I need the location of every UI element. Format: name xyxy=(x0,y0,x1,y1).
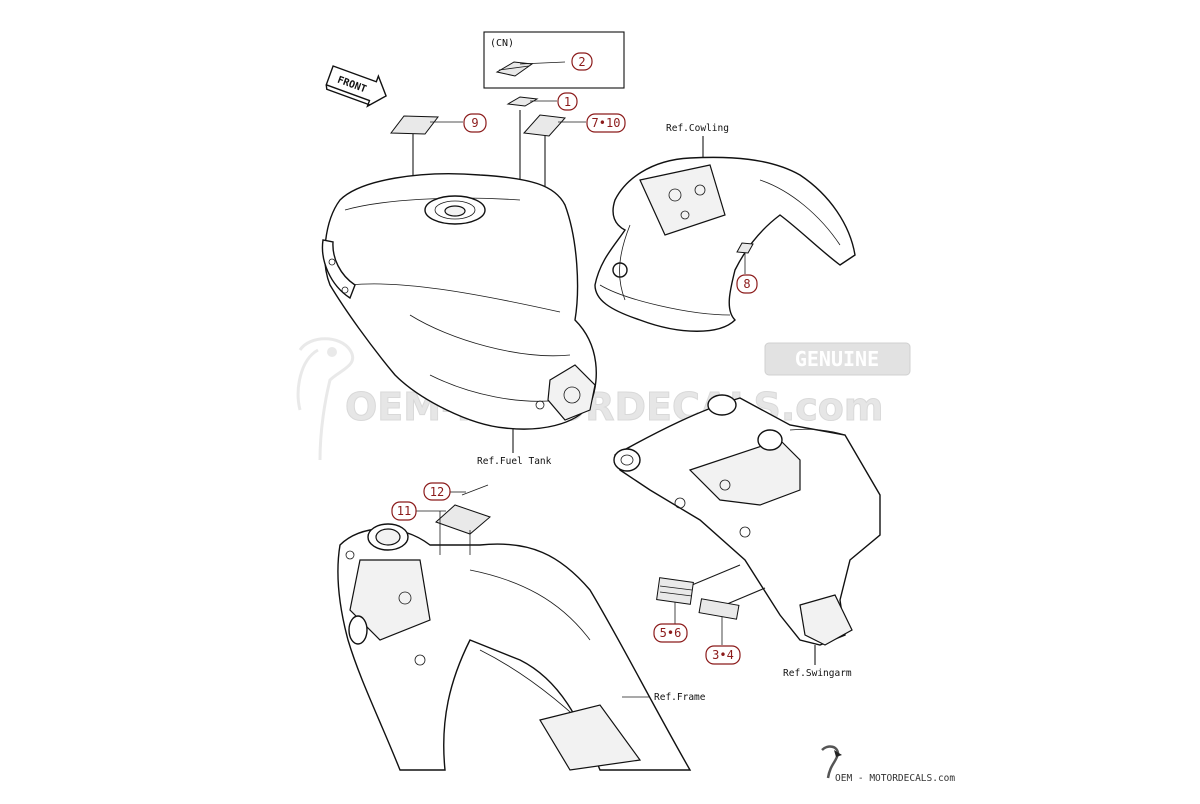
decal-12-icon xyxy=(461,484,489,496)
decal-11-icon xyxy=(435,504,491,535)
callout-12: 12 xyxy=(423,482,451,501)
svg-text:7•10: 7•10 xyxy=(592,116,621,130)
ref-cowling: Ref.Cowling xyxy=(666,123,729,134)
cn-region-box: (CN) xyxy=(483,31,625,89)
watermark-badge xyxy=(764,342,911,376)
ref-fuel-tank: Ref.Fuel Tank xyxy=(477,456,552,467)
svg-text:9: 9 xyxy=(471,116,478,130)
decal-7-10-icon xyxy=(522,114,567,137)
front-arrow-icon: FRONT xyxy=(325,65,387,108)
svg-text:11: 11 xyxy=(397,504,411,518)
callout-8: 8 xyxy=(736,274,758,294)
decal-1-icon xyxy=(506,96,539,107)
cn-label: (CN) xyxy=(490,38,514,49)
frame xyxy=(337,523,692,771)
fuel-tank xyxy=(321,173,597,430)
svg-text:8: 8 xyxy=(743,277,750,291)
ref-swingarm: Ref.Swingarm xyxy=(783,668,852,679)
svg-text:2: 2 xyxy=(578,55,585,69)
callout-5-6: 5•6 xyxy=(653,623,688,643)
decal-8-icon xyxy=(736,242,754,254)
callout-9: 9 xyxy=(463,113,487,133)
footer-logo-text: OEM - MOTORDECALS.com xyxy=(835,773,955,784)
callout-2: 2 xyxy=(571,52,593,71)
bird-logo-icon xyxy=(821,745,842,779)
callout-7-10: 7•10 xyxy=(586,113,626,133)
ref-frame: Ref.Frame xyxy=(654,692,706,703)
svg-text:3•4: 3•4 xyxy=(712,648,734,662)
decal-5-6-icon xyxy=(656,577,694,605)
svg-text:12: 12 xyxy=(430,485,444,499)
svg-text:5•6: 5•6 xyxy=(660,626,682,640)
watermark-badge-text: GENUINE xyxy=(795,347,879,371)
decal-3-4-icon xyxy=(698,598,740,620)
callout-1: 1 xyxy=(557,92,578,111)
svg-text:1: 1 xyxy=(564,95,571,109)
footer-logo: OEM - MOTORDECALS.com xyxy=(821,745,955,784)
watermark: OEM-MOTORDECALS.com GENUINE xyxy=(296,337,911,461)
swingarm xyxy=(613,394,881,646)
decal-9-icon xyxy=(390,115,439,135)
callout-3-4: 3•4 xyxy=(705,645,741,665)
callout-11: 11 xyxy=(391,501,417,521)
cowling xyxy=(594,156,856,332)
watermark-logo-icon xyxy=(296,337,354,461)
decal-2-icon xyxy=(495,61,534,77)
